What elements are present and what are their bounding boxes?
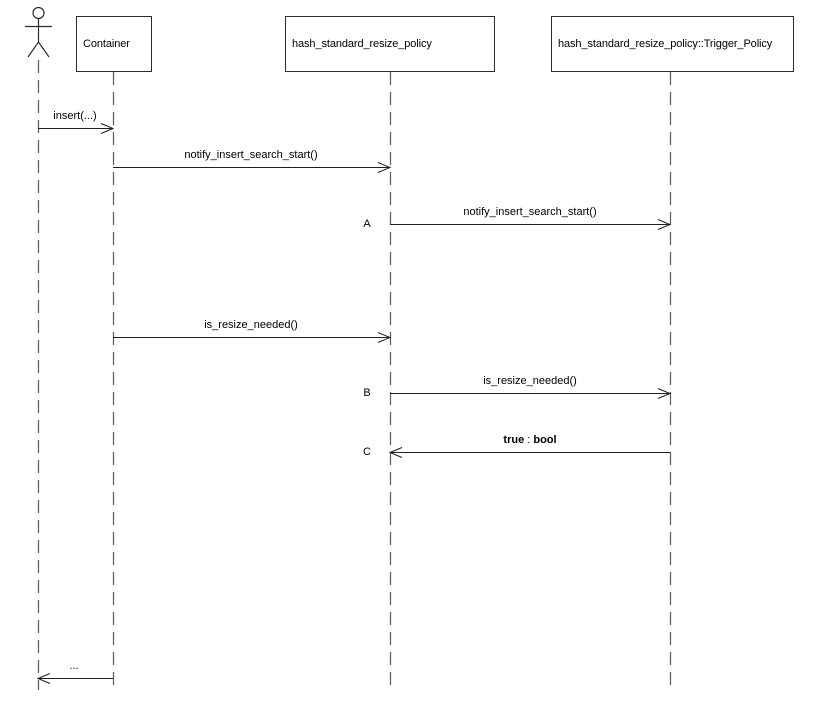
message-label-notify-insert-search-start-2: notify_insert_search_start() xyxy=(461,206,599,219)
sequence-tag-c: C xyxy=(363,446,371,458)
actor-leg-left xyxy=(27,41,39,58)
message-label-notify-insert-search-start-1: notify_insert_search_start() xyxy=(182,149,320,162)
sequence-tag-b: B xyxy=(363,387,371,399)
arrow-notify-insert-search-start-2 xyxy=(390,219,672,230)
actor-icon xyxy=(25,6,52,58)
message-label-return-ellipsis: ... xyxy=(67,660,81,673)
return-type: bool xyxy=(533,434,557,446)
participant-box-resize-policy: hash_standard_resize_policy xyxy=(285,16,495,72)
sequence-tag-a: A xyxy=(363,218,371,230)
participant-box-container: Container xyxy=(76,16,152,72)
arrow-is-resize-needed-1 xyxy=(113,332,392,343)
message-label-is-resize-needed-2: is_resize_needed() xyxy=(481,375,579,388)
arrow-return-ellipsis xyxy=(36,673,113,684)
participant-label-trigger-policy: hash_standard_resize_policy::Trigger_Pol… xyxy=(558,38,773,50)
message-label-return-true-bool: true : bool xyxy=(501,434,559,447)
arrow-return-true-bool xyxy=(388,447,670,458)
message-arrows xyxy=(36,123,672,684)
lifelines xyxy=(37,60,672,690)
participant-label-resize-policy: hash_standard_resize_policy xyxy=(292,38,432,50)
return-separator: : xyxy=(524,434,534,446)
actor-leg-right xyxy=(38,41,50,58)
participant-box-trigger-policy: hash_standard_resize_policy::Trigger_Pol… xyxy=(551,16,794,72)
actor-head xyxy=(32,6,45,20)
message-label-insert: insert(...) xyxy=(51,110,99,123)
arrow-insert xyxy=(38,123,115,134)
return-value: true xyxy=(503,434,525,446)
arrow-is-resize-needed-2 xyxy=(390,388,672,399)
participant-label-container: Container xyxy=(83,38,130,50)
arrow-notify-insert-search-start-1 xyxy=(113,162,392,173)
message-label-is-resize-needed-1: is_resize_needed() xyxy=(202,319,300,332)
